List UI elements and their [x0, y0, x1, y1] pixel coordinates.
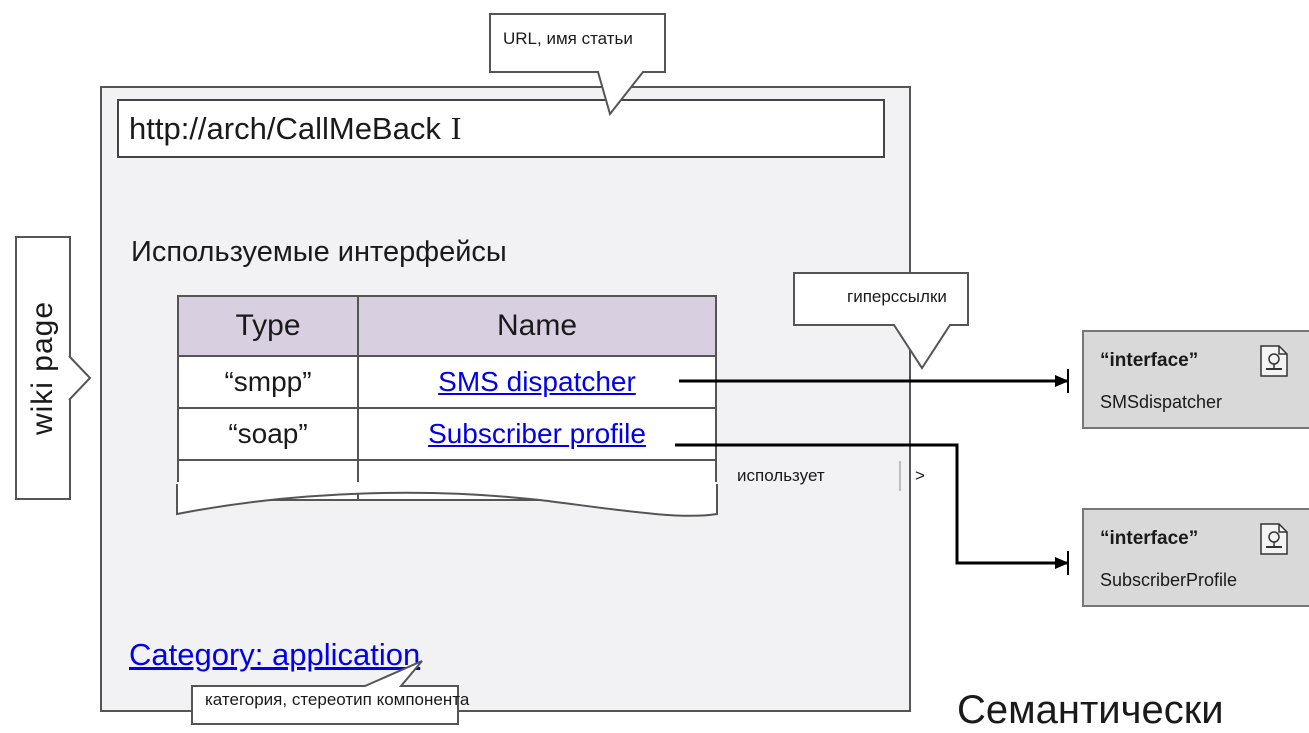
callout-url-text: URL, имя статьи: [503, 29, 633, 48]
table-row: “soap” Subscriber profile: [177, 407, 717, 461]
category-link[interactable]: Category: application: [129, 637, 421, 672]
wiki-page-label: wiki page: [15, 236, 71, 500]
text-cursor-icon: I: [450, 110, 462, 146]
uses-relation-label: использует: [737, 466, 825, 485]
interface-stereotype: “interface”: [1100, 350, 1199, 371]
interface-name: SMSdispatcher: [1100, 392, 1223, 412]
interface-box-subscriber-profile: “interface” SubscriberProfile: [1082, 508, 1309, 607]
interface-name: SubscriberProfile: [1100, 570, 1238, 590]
column-header-type: Type: [177, 295, 359, 357]
interface-stereotype: “interface”: [1100, 528, 1199, 549]
url-bar[interactable]: http://arch/CallMeBack I: [117, 99, 885, 158]
callout-url-shape: [489, 13, 666, 117]
cell-name: Subscriber profile: [357, 407, 717, 461]
interfaces-table: Type Name “smpp” SMS dispatcher “soap” S…: [177, 295, 717, 501]
url-text: http://arch/CallMeBack: [129, 111, 441, 146]
interface-box-sms-dispatcher: “interface” SMSdispatcher: [1082, 330, 1309, 429]
uses-relation-arrow: >: [915, 466, 925, 485]
section-heading: Используемые интерфейсы: [131, 236, 507, 268]
document-icon: [1260, 523, 1288, 555]
callout-links-shape: [793, 272, 969, 370]
callout-category-text: категория, стереотип компонента: [205, 690, 470, 709]
footer-caption: Семантически: [957, 688, 1224, 732]
interface-link-subscriber-profile[interactable]: Subscriber profile: [428, 418, 646, 449]
arrow-subscriber-profile: [675, 443, 1069, 569]
document-icon: [1260, 345, 1288, 377]
interface-link-sms-dispatcher[interactable]: SMS dispatcher: [438, 366, 636, 397]
column-header-name: Name: [357, 295, 717, 357]
callout-links-text: гиперссылки: [847, 287, 947, 306]
cell-name: SMS dispatcher: [357, 355, 717, 409]
cell-type: “smpp”: [177, 355, 359, 409]
table-header-row: Type Name: [177, 295, 717, 357]
table-torn-edge: [176, 482, 718, 517]
table-row: “smpp” SMS dispatcher: [177, 355, 717, 409]
cell-type: “soap”: [177, 407, 359, 461]
wiki-page-label-pointer: [68, 355, 92, 401]
